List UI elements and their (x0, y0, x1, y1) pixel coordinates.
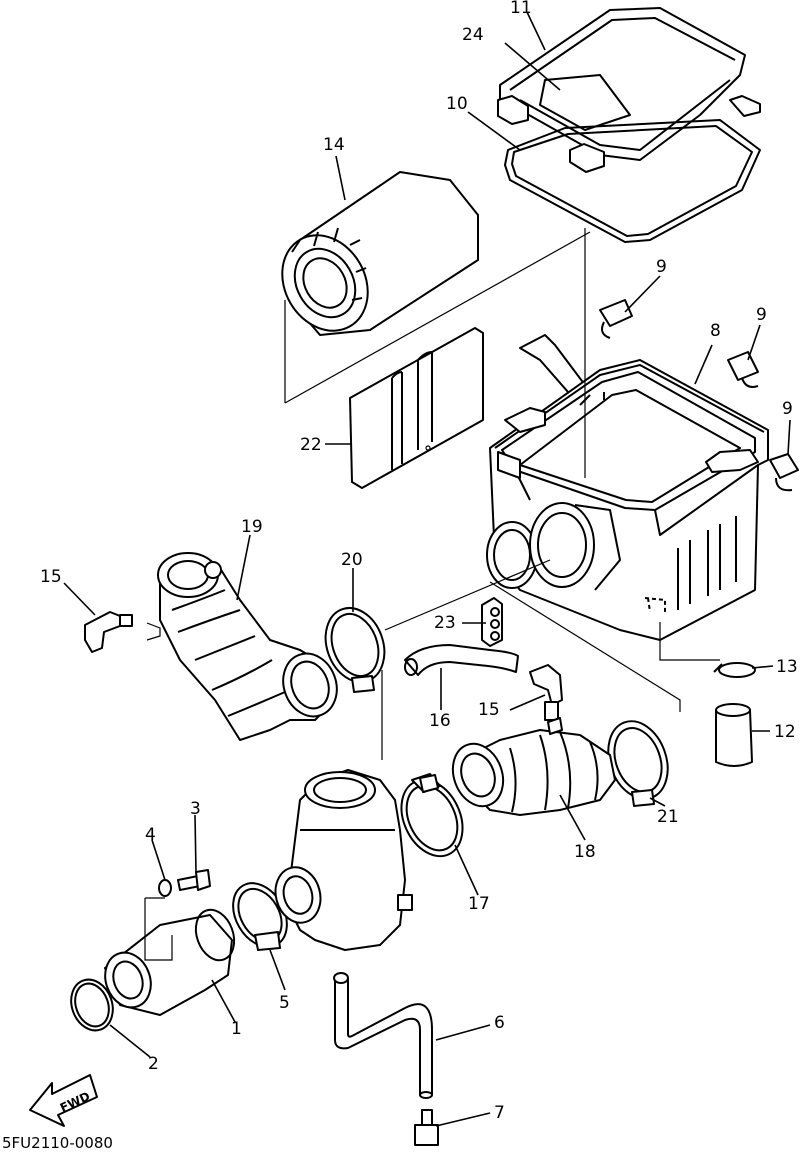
callout-20: 20 (341, 550, 363, 570)
fitting-elbow-left (84, 611, 133, 653)
bolt (177, 869, 211, 891)
callout-24: 24 (462, 25, 484, 45)
callout-6: 6 (494, 1013, 505, 1033)
callout-3: 3 (190, 799, 201, 819)
washer (158, 879, 172, 897)
callout-11: 11 (510, 0, 532, 18)
air-box-gasket (504, 119, 761, 243)
carburetor (274, 769, 439, 951)
carburetor-joint (451, 717, 616, 816)
fitting-elbow-right (529, 664, 563, 721)
breather-hose (404, 644, 519, 676)
callout-5: 5 (279, 993, 290, 1013)
callout-9c: 9 (782, 399, 793, 419)
callout-22: 22 (300, 435, 322, 455)
callout-18: 18 (574, 842, 596, 862)
callout-2: 2 (148, 1054, 159, 1074)
callout-9b: 9 (756, 305, 767, 325)
callout-21: 21 (657, 807, 679, 827)
callout-4: 4 (145, 825, 156, 845)
leader-lines (63, 11, 791, 1127)
callout-17: 17 (468, 894, 490, 914)
alignment-lines (144, 228, 720, 961)
o-ring (70, 978, 114, 1032)
drain-clip (713, 662, 756, 678)
callout-7: 7 (494, 1103, 505, 1123)
callout-14: 14 (323, 135, 345, 155)
callout-19: 19 (241, 517, 263, 537)
air-box-case (486, 334, 769, 641)
drain-cap (715, 703, 753, 767)
callout-23: 23 (434, 613, 456, 633)
drawing-code: 5FU2110-0080 (2, 1134, 113, 1152)
air-duct (157, 552, 338, 741)
callout-9a: 9 (656, 257, 667, 277)
drain-plug (414, 1109, 439, 1146)
callout-13: 13 (776, 657, 798, 677)
callout-1: 1 (231, 1019, 242, 1039)
callout-8: 8 (710, 321, 721, 341)
intake-joint (104, 908, 236, 1016)
callout-15a: 15 (40, 567, 62, 587)
callout-10: 10 (446, 94, 468, 114)
air-filter-element (281, 171, 479, 336)
hose-holder (481, 597, 503, 647)
callout-labels: 11 24 10 14 9 9 8 9 22 19 20 15 23 13 16… (40, 0, 798, 1123)
drain-hose (333, 972, 433, 1099)
callout-15b: 15 (478, 700, 500, 720)
callout-12: 12 (774, 722, 796, 742)
clamp-20 (324, 607, 386, 693)
callout-16: 16 (429, 711, 451, 731)
forward-arrow-icon: FWD (29, 1074, 98, 1127)
filter-plate (349, 327, 484, 489)
clip-parts (599, 299, 799, 492)
